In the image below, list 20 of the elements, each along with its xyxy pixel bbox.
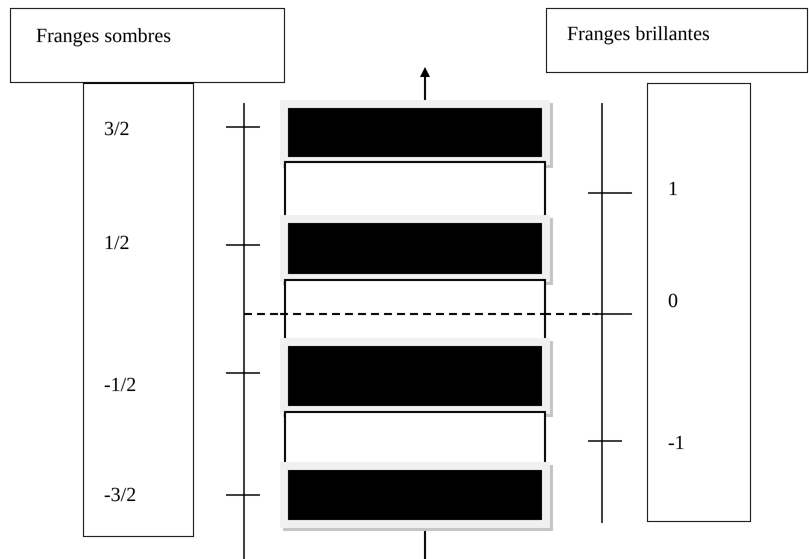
bright-fringe-box <box>284 411 546 463</box>
order-label: 1/2 <box>104 232 130 254</box>
bright-fringe-box <box>284 161 546 217</box>
order-label: 3/2 <box>104 118 130 140</box>
bright-fringe-box <box>284 279 546 341</box>
dark-fringe-bar <box>280 215 550 282</box>
order-label: -1/2 <box>104 374 136 396</box>
dark-fringe-bar <box>280 462 550 528</box>
order-label: -1 <box>668 432 685 454</box>
title-box <box>546 8 808 73</box>
order-label: 0 <box>668 290 678 312</box>
dark-fringe-bar <box>280 338 550 414</box>
value-column-box <box>83 83 194 537</box>
heading: Franges brillantes <box>567 23 710 45</box>
dark-fringe-bar <box>280 100 550 165</box>
value-column-box <box>647 83 751 522</box>
order-label: 1 <box>668 178 678 200</box>
heading: Franges sombres <box>36 25 171 47</box>
order-label: -3/2 <box>104 484 136 506</box>
title-box <box>10 8 285 83</box>
